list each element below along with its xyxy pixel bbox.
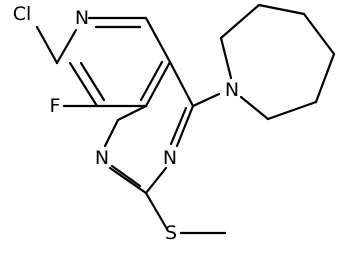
bond-c7-npyr — [55, 28, 78, 65]
bond-c5-c4a — [144, 16, 172, 64]
atom-label-cl: Cl — [13, 3, 32, 25]
bond-c7-cl — [35, 25, 59, 65]
bond-c4a-c8a-inner — [139, 60, 164, 102]
atom-label-n-pyridine: N — [75, 7, 89, 29]
atom-label-n-pyrimidine-upper: N — [163, 147, 177, 169]
bond-azepane-5 — [314, 52, 336, 104]
bond-azepane-3 — [257, 3, 306, 16]
atom-label-n-amine: N — [225, 79, 239, 101]
bond-c2-nlower-inner — [110, 164, 142, 188]
bond-azepane-2 — [219, 3, 261, 40]
bond-c8-c7 — [68, 61, 99, 108]
bond-c2-nlower — [108, 166, 148, 195]
bond-c4a-c4 — [168, 60, 195, 108]
bond-azepane-4 — [302, 12, 336, 56]
bond-azepane-1 — [219, 36, 233, 80]
bond-nupper-c2 — [144, 166, 168, 195]
bonds — [35, 3, 336, 235]
bond-c4-namine — [191, 92, 221, 108]
bond-c8-c7-inner — [79, 61, 106, 102]
atom-label-s: S — [165, 222, 177, 244]
bond-nlower-c8a — [103, 118, 120, 148]
atom-labels: Cl N F N N N S — [13, 3, 239, 244]
bond-c4a-c8a — [144, 60, 172, 108]
bond-c4-nupper-inner — [169, 106, 188, 146]
bond-c4-nupper — [175, 104, 195, 148]
bond-azepane-7 — [239, 95, 270, 121]
atom-label-n-pyrimidine-lower: N — [95, 147, 109, 169]
atom-label-f: F — [50, 95, 61, 117]
bond-c2-s — [144, 191, 169, 231]
bond-nlower-c8a-cont — [116, 104, 148, 122]
bond-azepane-6 — [266, 100, 318, 121]
